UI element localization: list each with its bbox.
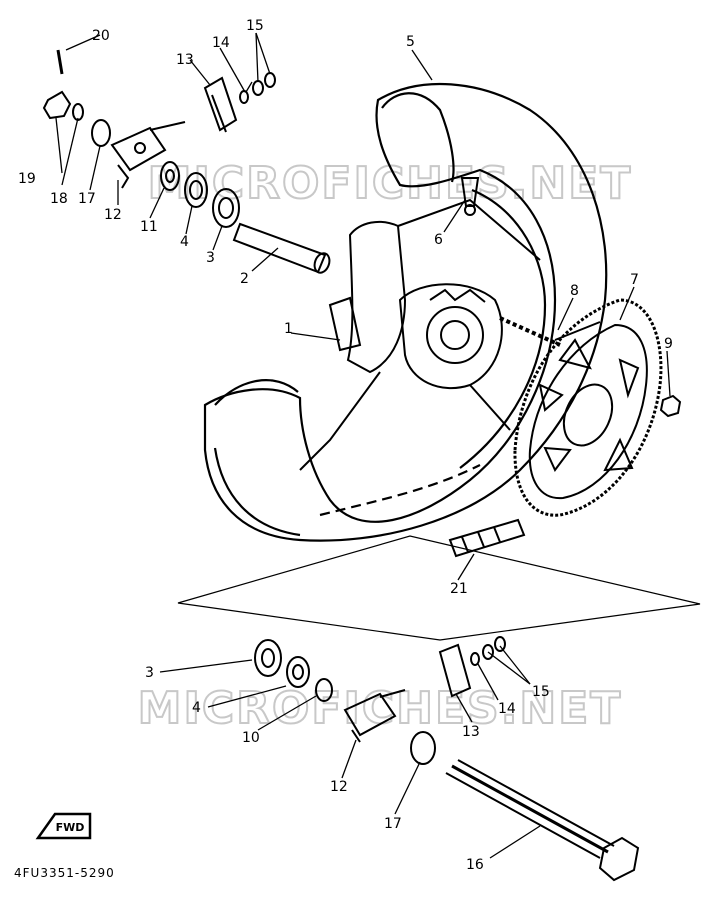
callout-9: 9 <box>664 336 673 352</box>
callout-1: 1 <box>284 321 293 337</box>
chain-joint <box>448 518 526 558</box>
chain-puller-bottom <box>343 689 406 743</box>
callout-6: 6 <box>434 232 443 248</box>
callout-5: 5 <box>406 34 415 50</box>
callout-12-bottom: 12 <box>330 779 348 795</box>
callout-13-top: 13 <box>176 52 194 68</box>
callout-4-top: 4 <box>180 234 189 250</box>
valve-stem <box>460 177 480 216</box>
callout-21: 21 <box>450 581 468 597</box>
bearing-stack-top <box>160 161 240 228</box>
bearing-stack-bottom <box>254 639 333 702</box>
callout-7: 7 <box>630 272 639 288</box>
callout-17-top: 17 <box>78 191 96 207</box>
adjuster-plate-bottom <box>438 643 472 698</box>
fwd-arrow: FWD <box>35 812 92 840</box>
wheel-hub <box>299 198 541 471</box>
callout-11: 11 <box>140 219 158 235</box>
callouts: 1 2 3 3 4 4 5 6 7 8 9 10 11 12 12 13 13 … <box>18 18 673 873</box>
callout-2: 2 <box>240 271 249 287</box>
callout-14-top: 14 <box>212 35 230 51</box>
nuts-bottom <box>470 636 506 666</box>
callout-4-bottom: 4 <box>192 700 201 716</box>
callout-15-bottom: 15 <box>532 684 550 700</box>
callout-13-bottom: 13 <box>462 724 480 740</box>
callout-12-top: 12 <box>104 207 122 223</box>
adjuster-plate-top <box>203 76 238 133</box>
callout-3-bottom: 3 <box>145 665 154 681</box>
assembly-plane <box>177 535 701 641</box>
watermark-bottom: MICROFICHES.NET <box>138 683 623 734</box>
fwd-text: FWD <box>56 821 85 834</box>
chain-puller-top <box>110 121 186 189</box>
diagram-code: 4FU3351-5290 <box>14 866 115 880</box>
sprocket-bolts <box>499 316 601 347</box>
callout-8: 8 <box>570 283 579 299</box>
wheel-tire <box>203 82 608 542</box>
collar-pipe <box>232 222 331 274</box>
sprocket-nut <box>659 394 682 418</box>
top-left-fasteners <box>42 49 111 147</box>
callout-16: 16 <box>466 857 484 873</box>
callout-10: 10 <box>242 730 260 746</box>
callout-17-bottom: 17 <box>384 816 402 832</box>
callout-18: 18 <box>50 191 68 207</box>
callout-14-bottom: 14 <box>498 701 516 717</box>
sprocket <box>513 298 663 517</box>
callout-20: 20 <box>92 28 110 44</box>
callout-15-top: 15 <box>246 18 264 34</box>
callout-3-top: 3 <box>206 250 215 266</box>
axle <box>445 759 640 882</box>
callout-19: 19 <box>18 171 36 187</box>
leader-lines <box>55 32 671 859</box>
washer-bottom <box>410 731 436 765</box>
